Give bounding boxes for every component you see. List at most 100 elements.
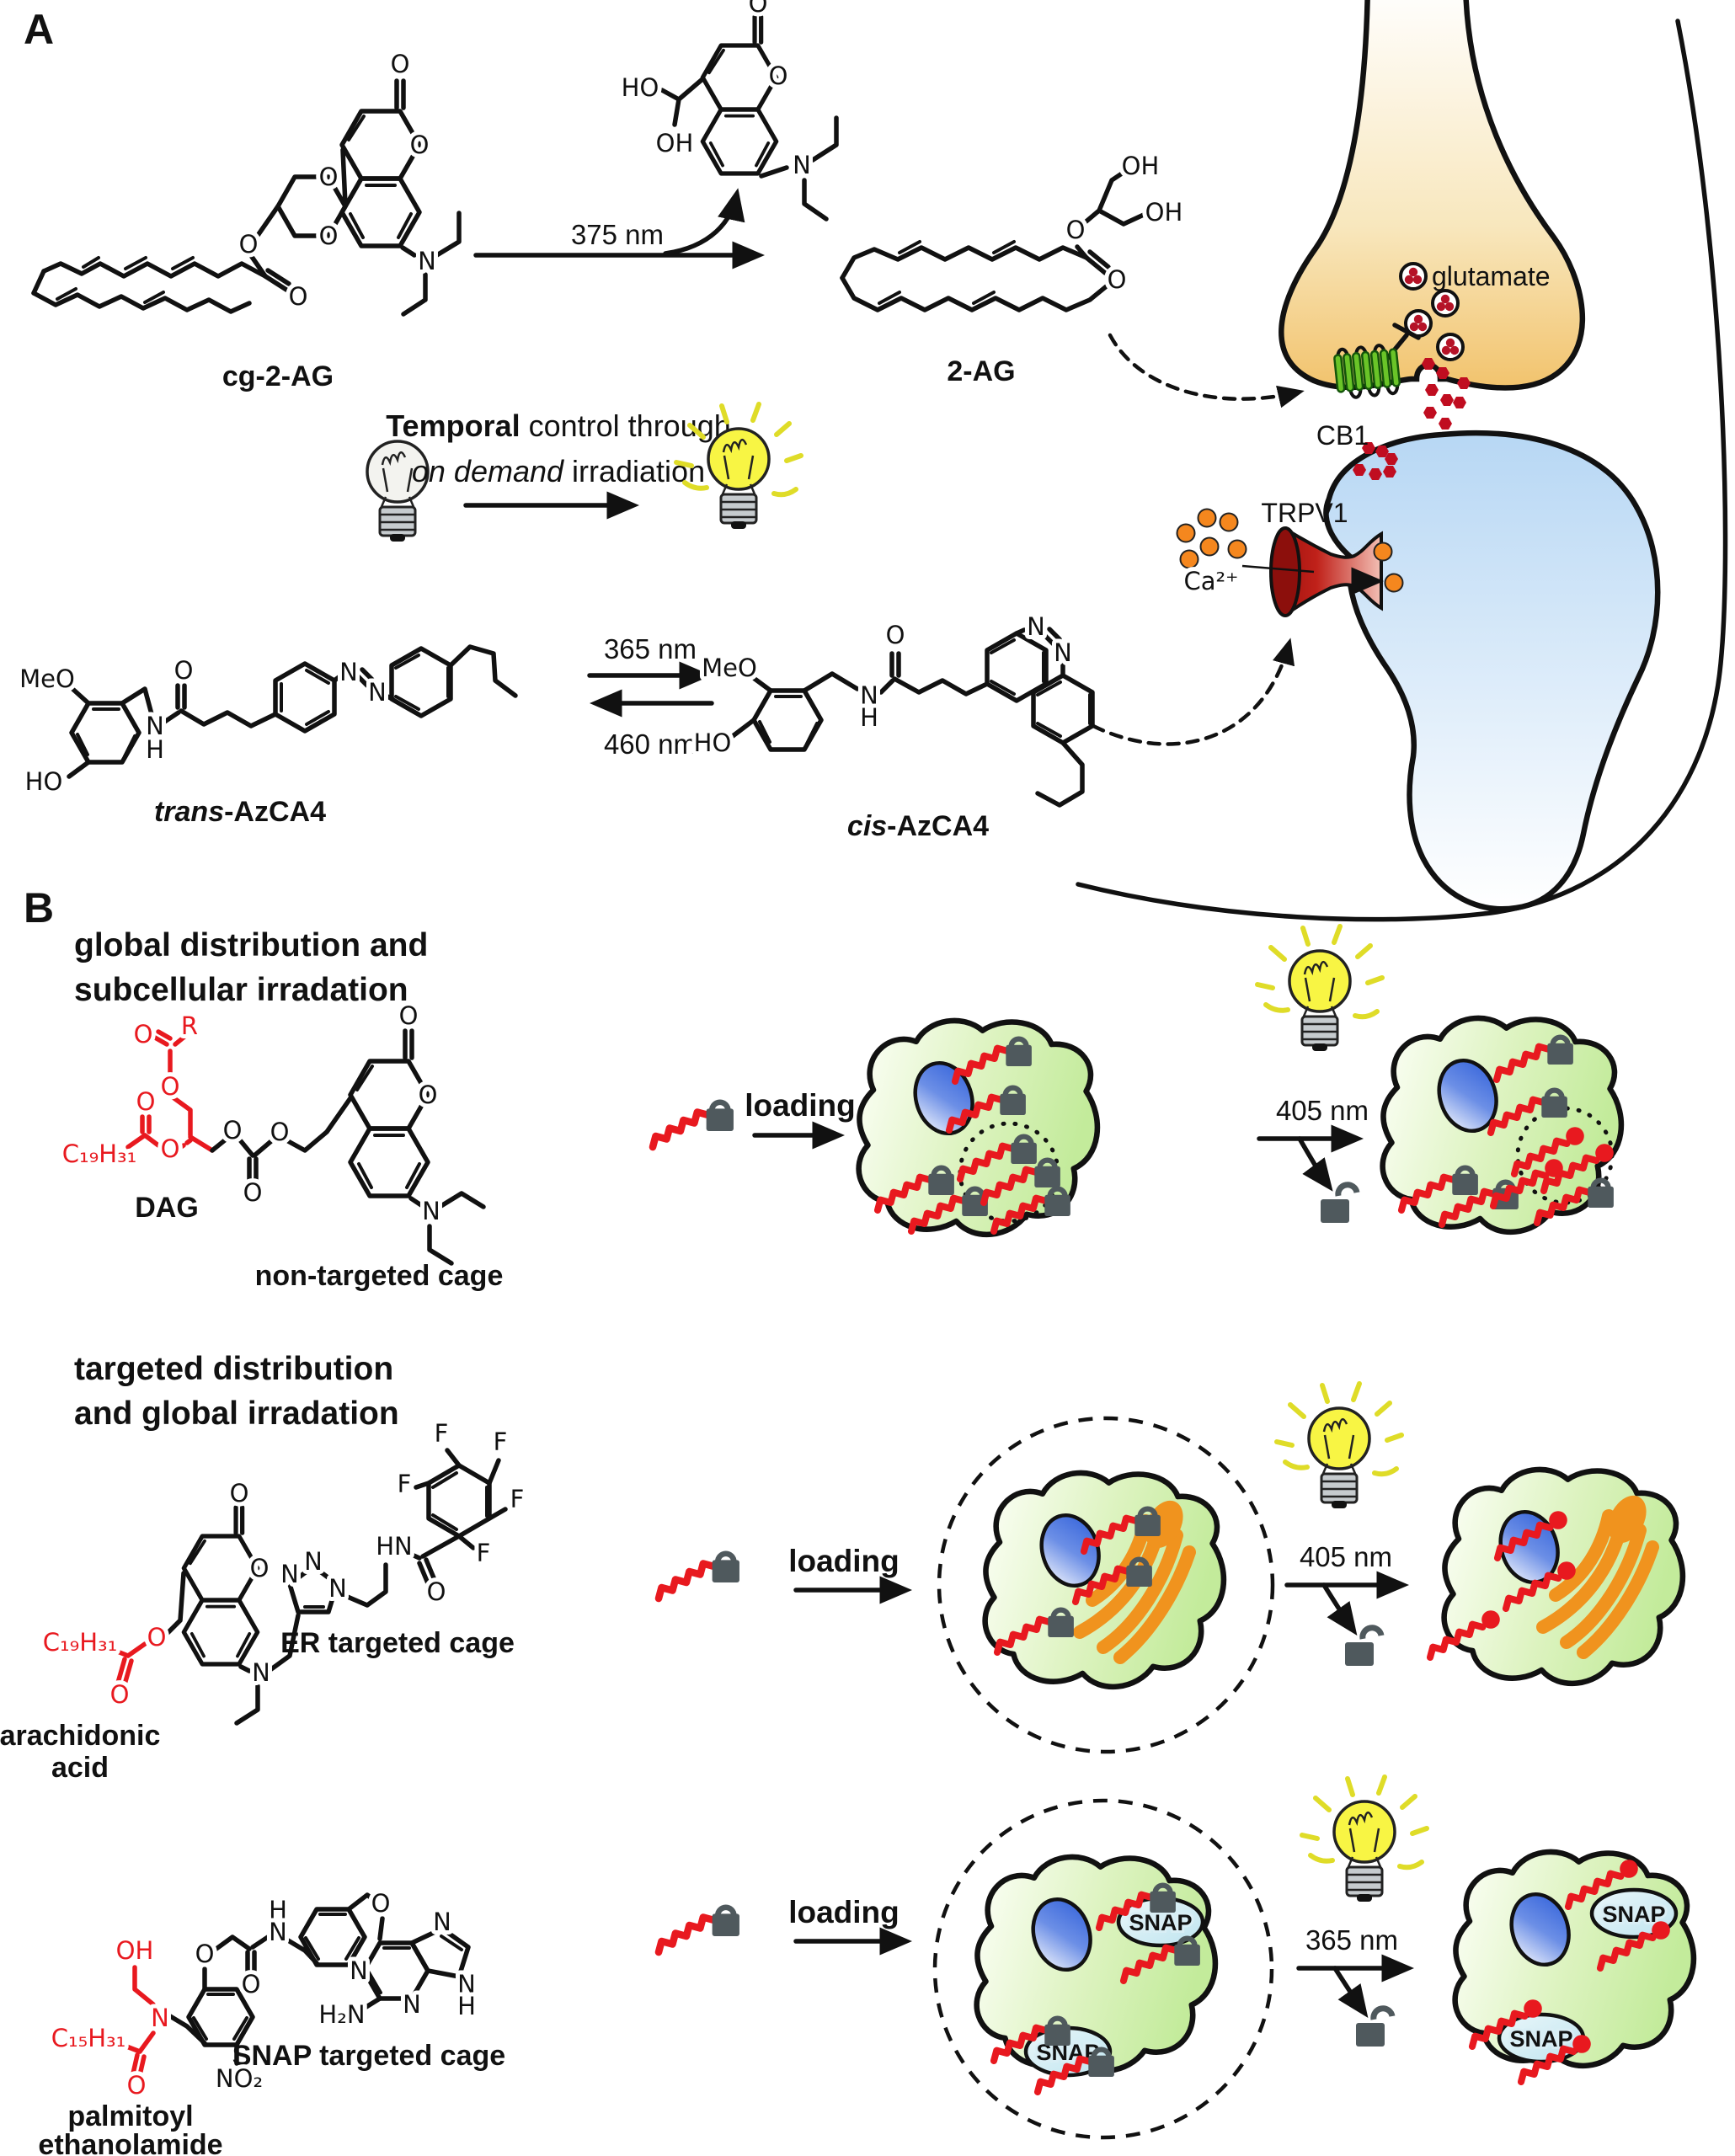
row1-uncaging: 405 nm (1257, 926, 1382, 1223)
atom-label: N (269, 1918, 287, 1946)
global-irradiation-circle (932, 1798, 1274, 2140)
atom-label: O (250, 1554, 270, 1582)
nm375-label: 375 nm (571, 219, 664, 250)
atom-label: H (146, 735, 164, 764)
temporal-text-line1: Temporal control through (386, 408, 731, 443)
cell-er-uncaged (1427, 1470, 1683, 1684)
caged-lipid-icon (649, 1102, 734, 1147)
nm460-label: 460 nm (604, 728, 697, 760)
loading-label-1: loading (745, 1088, 856, 1123)
atom-label: C₁₅H₃₁ (51, 2024, 126, 2052)
nm405-label-1: 405 nm (1276, 1095, 1369, 1126)
atom-label: H (269, 1896, 287, 1924)
atom-label: OH (656, 129, 694, 157)
atom-label: O (239, 230, 259, 259)
row1-loading: loading (649, 1088, 856, 1150)
postsynaptic-spine (1323, 430, 1661, 912)
calcium-label: Ca²⁺ (1184, 567, 1239, 595)
atom-label: O (230, 1479, 249, 1508)
presynaptic-terminal (1279, 0, 1586, 391)
nm365-label: 365 nm (604, 633, 697, 664)
atom-label: F (510, 1485, 525, 1513)
caged-lipid-icon (654, 1908, 739, 1952)
atom-label: C₁₉H₃₁ (62, 1139, 137, 1168)
atom-label: F (477, 1539, 491, 1567)
snap-cage-structure (115, 1892, 471, 2078)
cell-global-uncaged (1383, 1018, 1621, 1232)
synapse-diagram: glutamate CB1 TRPV1 (1076, 0, 1728, 922)
atom-label: O (195, 1940, 215, 1968)
open-lock-icon (1321, 1185, 1357, 1223)
atom-label: N (1054, 638, 1072, 667)
palmitoyl-label-2: ethanolamide (38, 2129, 222, 2156)
dashed-arrow-2ag-cb1 (1108, 333, 1305, 408)
atom-label: F (435, 1419, 449, 1448)
snap-label-1: SNAP (1129, 1910, 1192, 1935)
er-cage-structure (109, 1448, 508, 1726)
atom-label: O (161, 1072, 180, 1101)
heading2-line1: targeted distribution (74, 1351, 393, 1387)
snap-cage-label: SNAP targeted cage (232, 2040, 505, 2072)
atom-label: O (399, 1001, 419, 1030)
temporal-control: Temporal control through on demand irrad… (366, 404, 801, 543)
cb1-receptor (1333, 344, 1401, 399)
atom-label: O (410, 131, 430, 159)
atom-label: O (147, 1623, 167, 1652)
atom-label: O (371, 1889, 391, 1918)
cis-azca4-label: cis-AzCA4 (847, 810, 989, 842)
atom-label: N (418, 247, 436, 275)
atom-label: O (769, 61, 788, 90)
atom-label: O (223, 1116, 243, 1145)
trans-azca4-label: trans-AzCA4 (154, 796, 326, 828)
atom-label: O (1066, 216, 1086, 244)
glutamate-label: glutamate (1432, 261, 1551, 291)
cell-global-loaded (859, 1021, 1097, 1235)
atom-label: C₁₉H₃₁ (43, 1628, 118, 1657)
calcium-ions (1176, 508, 1404, 593)
heading1-line1: global distribution and (74, 927, 428, 963)
cell-er-loaded (937, 1416, 1275, 1754)
atom-label: O (242, 1970, 261, 1999)
atom-label: OH (116, 1936, 154, 1965)
atom-label: O (749, 0, 768, 18)
palmitoyl-label-1: palmitoyl (67, 2100, 193, 2132)
row2-loading: loading (654, 1544, 912, 1604)
atom-label: MeO (19, 664, 75, 693)
atom-label: O (289, 282, 308, 311)
panel-b-label: B (24, 884, 54, 931)
coumarin-release-arrow (663, 188, 745, 256)
bulb-on-icon (1257, 926, 1382, 1053)
atom-label: O (419, 1081, 438, 1109)
photoswitch-arrows: 365 nm 460 nm (587, 633, 714, 760)
row3-loading: loading (654, 1895, 912, 1956)
arachidonic-label-1: arachidonic (0, 1720, 160, 1752)
atom-label: H (860, 703, 878, 732)
atom-label: N (1027, 612, 1045, 641)
temporal-text-line2: on demand irradiation (412, 454, 705, 488)
loading-label-2: loading (788, 1544, 900, 1578)
cg2ag-structure (31, 81, 462, 317)
atom-label: N (328, 1574, 347, 1603)
nm405-label-2: 405 nm (1300, 1541, 1392, 1572)
atom-label: O (243, 1178, 263, 1207)
dag-structure (125, 1031, 486, 1266)
dashed-arrow-cis-trpv1 (1091, 638, 1295, 746)
caged-lipid-icon (654, 1554, 739, 1598)
atom-label: HO (694, 728, 732, 757)
atom-label: O (134, 1020, 153, 1049)
atom-label: O (319, 221, 339, 250)
atom-label: N (151, 2004, 169, 2032)
atom-label: O (427, 1577, 446, 1606)
atom-label: MeO (702, 654, 757, 682)
cg2ag-label: cg-2-AG (222, 360, 334, 392)
arachidonic-label-2: acid (51, 1752, 109, 1784)
trpv1-label: TRPV1 (1261, 498, 1348, 528)
panel-a: A glutamate (24, 0, 1728, 922)
atom-label: O (161, 1134, 180, 1163)
atom-label: N (304, 1547, 323, 1576)
atom-label: O (110, 1680, 130, 1709)
atom-label: O (174, 656, 194, 685)
calcium-flux-line (1241, 564, 1315, 574)
panel-a-label: A (24, 6, 54, 53)
